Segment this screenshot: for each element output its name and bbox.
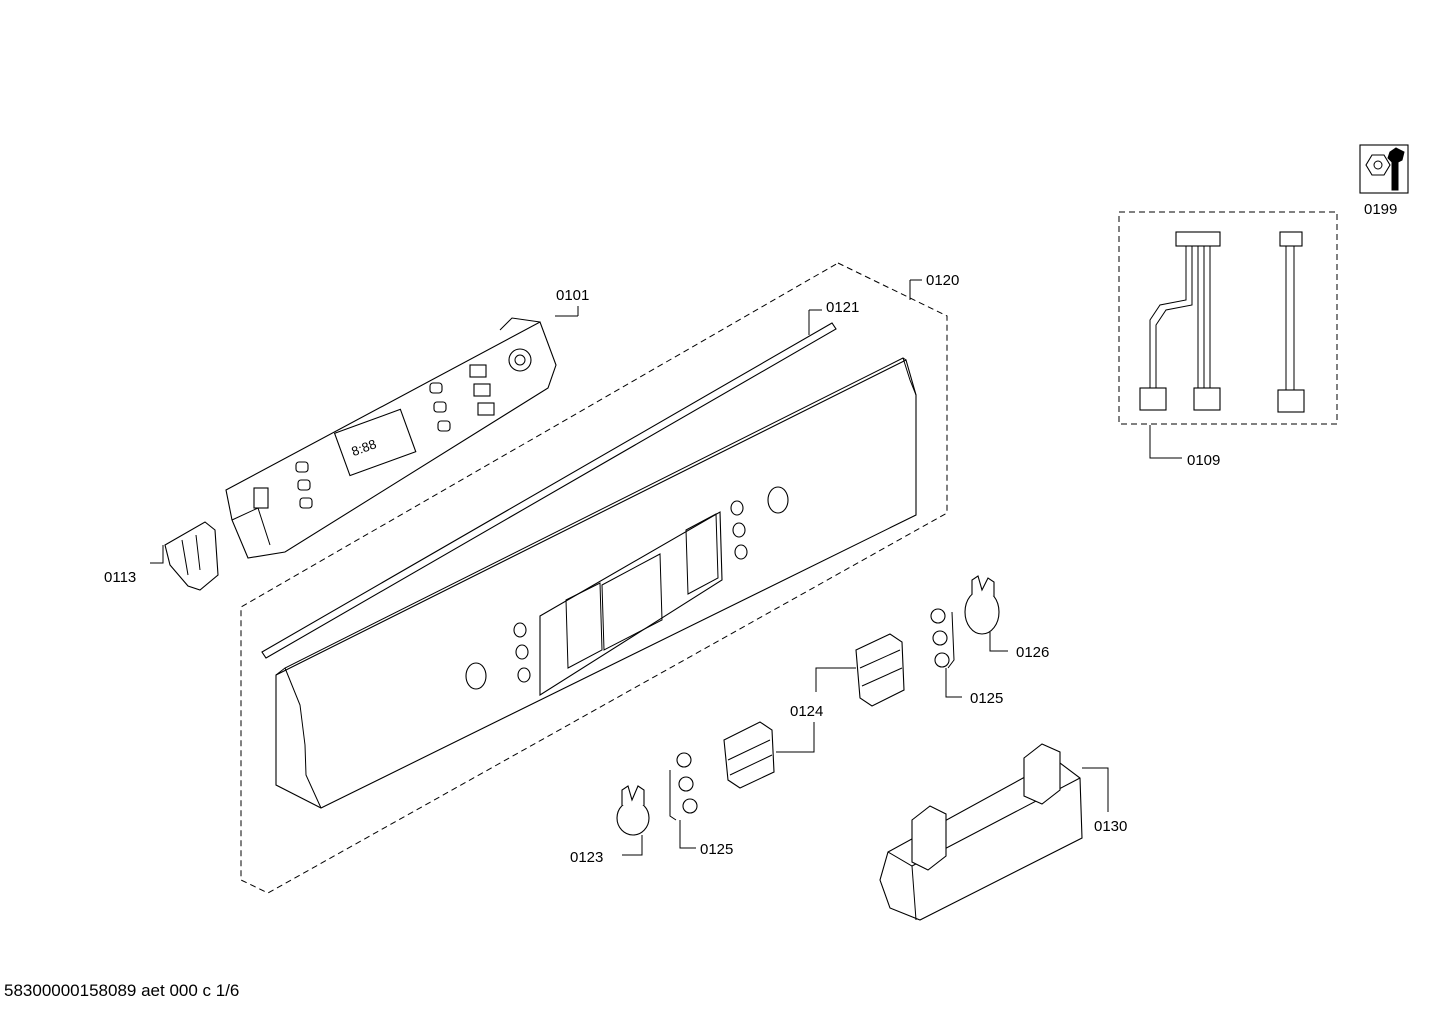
label-0124: 0124 bbox=[790, 703, 823, 720]
light-guide-upper[interactable] bbox=[930, 608, 955, 669]
electronic-module[interactable]: 8:88 bbox=[225, 317, 557, 559]
harness-group-boundary bbox=[1118, 211, 1338, 425]
label-0121: 0121 bbox=[826, 299, 859, 316]
label-0125-lower: 0125 bbox=[700, 841, 733, 858]
wiring-harness[interactable] bbox=[1139, 231, 1305, 413]
nut-wrench-icon[interactable] bbox=[1359, 144, 1409, 194]
fascia-panel[interactable] bbox=[275, 357, 917, 809]
label-0109: 0109 bbox=[1187, 452, 1220, 469]
fascia-group-boundary bbox=[240, 262, 948, 894]
knob-small[interactable] bbox=[616, 785, 650, 836]
document-reference: 58300000158089 aet 000 c 1/6 bbox=[4, 981, 240, 1000]
label-0130: 0130 bbox=[1094, 818, 1127, 835]
support-bracket[interactable] bbox=[879, 743, 1083, 921]
label-0126: 0126 bbox=[1016, 644, 1049, 661]
label-0101: 0101 bbox=[556, 287, 589, 304]
seal-strip[interactable] bbox=[261, 322, 837, 659]
button-rocker-lower[interactable] bbox=[723, 721, 775, 789]
connector-clip[interactable] bbox=[164, 521, 219, 591]
light-guide-lower[interactable] bbox=[669, 752, 698, 821]
label-0113: 0113 bbox=[104, 569, 136, 586]
label-0120: 0120 bbox=[926, 272, 959, 289]
leader-lines bbox=[150, 279, 1182, 856]
label-0123: 0123 bbox=[570, 849, 603, 866]
label-0199: 0199 bbox=[1364, 201, 1397, 218]
button-rocker-upper[interactable] bbox=[855, 633, 905, 707]
knob-large[interactable] bbox=[964, 575, 1000, 635]
label-0125-upper: 0125 bbox=[970, 690, 1003, 707]
